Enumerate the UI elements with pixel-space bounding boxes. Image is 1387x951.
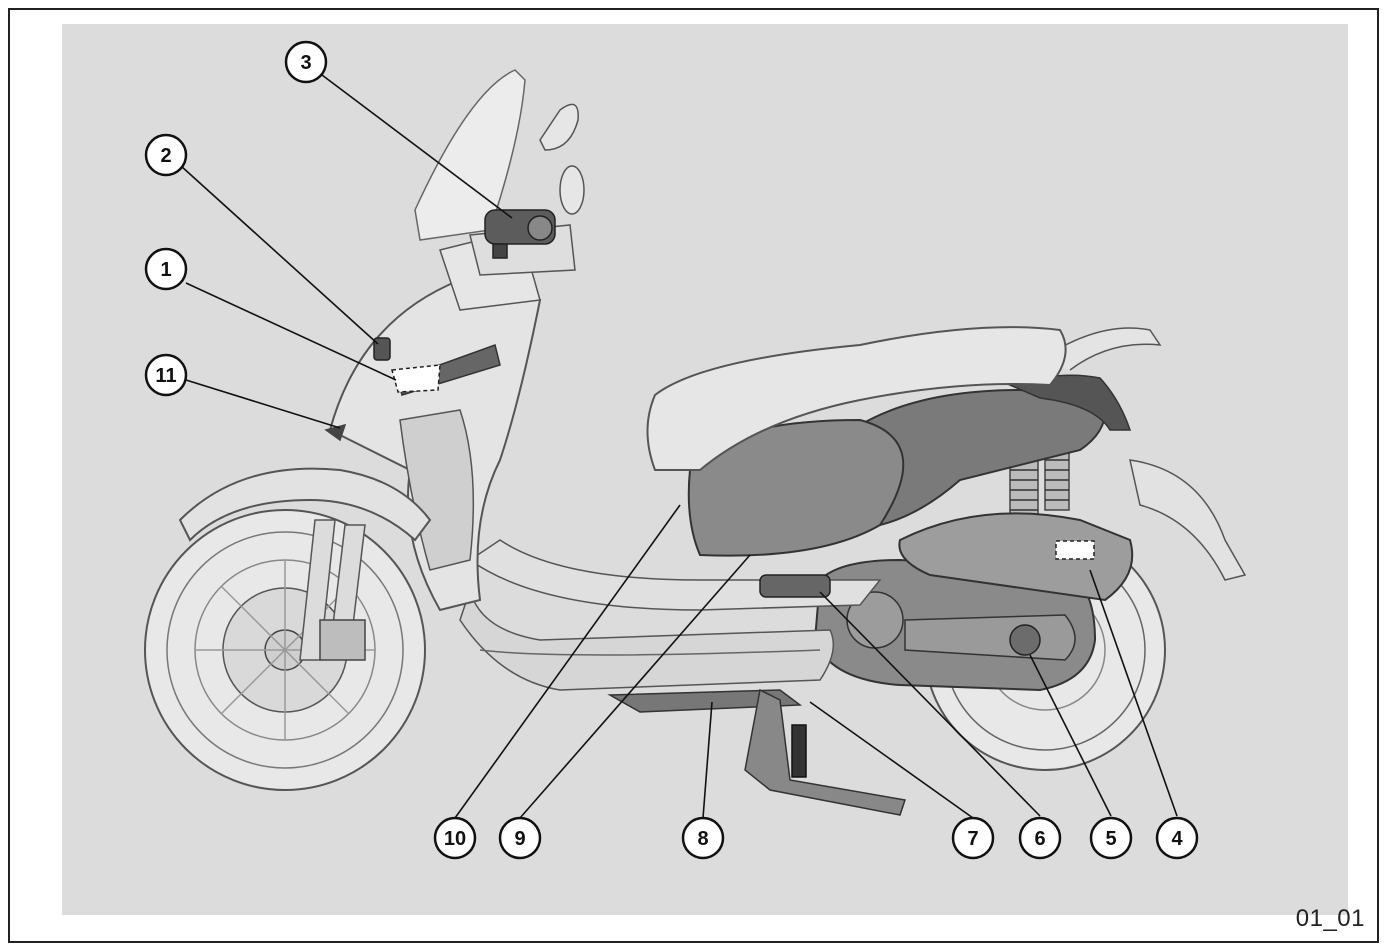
windscreen [414, 69, 526, 241]
radiator-grille [399, 409, 475, 571]
leader-line-11 [185, 379, 341, 429]
oil-dipstick-cap [1009, 624, 1041, 656]
front-fender [178, 467, 432, 542]
lower-body-trim [479, 649, 821, 656]
leader-line-1 [185, 282, 397, 381]
callout-10: 10 [433, 816, 477, 860]
callout-label: 5 [1105, 828, 1116, 850]
passenger-footrest [759, 574, 831, 598]
seat [646, 326, 1067, 471]
leader-line-9 [519, 554, 751, 819]
callout-label: 8 [697, 828, 708, 850]
rear-side-panel [859, 388, 1107, 527]
air-filter-housing [898, 512, 1134, 602]
callout-label: 9 [514, 828, 525, 850]
leader-line-7 [809, 701, 974, 819]
callout-7: 7 [951, 816, 995, 860]
callout-3: 3 [284, 40, 328, 84]
rear-fender [1129, 459, 1247, 581]
leader-line-2 [180, 165, 379, 345]
grab-rail [1039, 327, 1162, 371]
leader-line-5 [1029, 654, 1112, 817]
callout-label: 3 [300, 52, 311, 74]
callout-11: 11 [144, 353, 188, 397]
mirror-left [539, 103, 579, 151]
chassis-number-plate [1055, 540, 1095, 560]
callout-1: 1 [144, 247, 188, 291]
callout-6: 6 [1018, 816, 1062, 860]
callouts: 1 2 3 4 5 6 7 8 [144, 40, 1199, 860]
mirror-right [559, 165, 585, 215]
callout-label: 4 [1171, 828, 1183, 850]
callout-label: 2 [160, 145, 171, 167]
figure-id: 01_01 [1295, 905, 1365, 932]
callout-5: 5 [1089, 816, 1133, 860]
callout-2: 2 [144, 133, 188, 177]
leader-line-8 [702, 701, 713, 819]
leader-line-3 [321, 74, 513, 219]
leader-line-10 [454, 504, 681, 819]
scooter-illustration [144, 69, 1247, 816]
callout-label: 7 [967, 828, 978, 850]
leader-lines [180, 74, 1178, 819]
front-wheel [144, 509, 426, 791]
callout-label: 10 [444, 828, 466, 850]
callout-label: 6 [1034, 828, 1045, 850]
front-emblem [324, 423, 347, 442]
brake-caliper [319, 619, 366, 661]
callout-label: 11 [155, 365, 176, 387]
callout-label: 1 [160, 259, 171, 281]
ignition-switch [484, 209, 556, 259]
callout-8: 8 [681, 816, 725, 860]
lower-body [459, 587, 835, 691]
leader-line-6 [819, 591, 1041, 817]
center-stand [607, 688, 906, 816]
callout-4: 4 [1155, 816, 1199, 860]
callout-9: 9 [498, 816, 542, 860]
leader-line-4 [1089, 569, 1178, 817]
